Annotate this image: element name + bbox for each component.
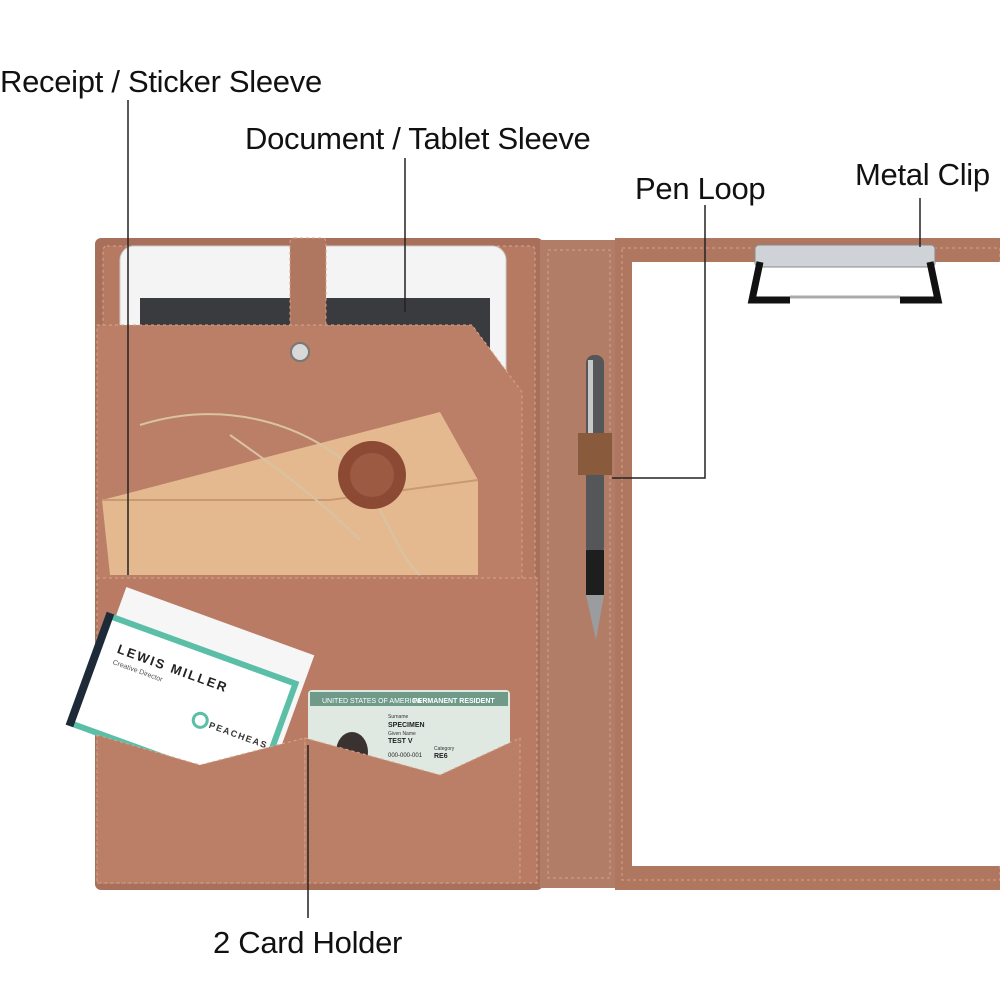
envelope [102,412,479,576]
id-given-label: Given Name [388,731,416,737]
id-card-type: PERMANENT RESIDENT [413,698,495,705]
callout-receipt-sleeve: Receipt / Sticker Sleeve [0,64,322,99]
pen [586,355,604,640]
business-cards: LEWIS MILLER Creative Director PEACHEAS [65,587,315,795]
paper-pad [632,262,1000,866]
id-uscis: 000-000-001 [388,753,423,759]
id-surname: SPECIMEN [388,722,425,729]
id-card-header: UNITED STATES OF AMERICA [322,698,422,705]
callout-document-sleeve: Document / Tablet Sleeve [245,121,591,156]
callout-lines [127,100,921,918]
callout-metal-clip: Metal Clip [855,157,990,192]
id-surname-label: Surname [388,714,409,720]
callout-pen-loop: Pen Loop [635,171,766,206]
id-category-label: Category [434,746,455,752]
metal-clip [747,244,943,304]
id-category: RE6 [434,753,448,760]
pen-loop [578,433,612,475]
id-given: TEST V [388,738,413,745]
card-pocket-right [304,737,521,884]
spine [540,240,618,888]
callout-card-holder: 2 Card Holder [213,925,403,960]
snap-button [290,342,310,362]
